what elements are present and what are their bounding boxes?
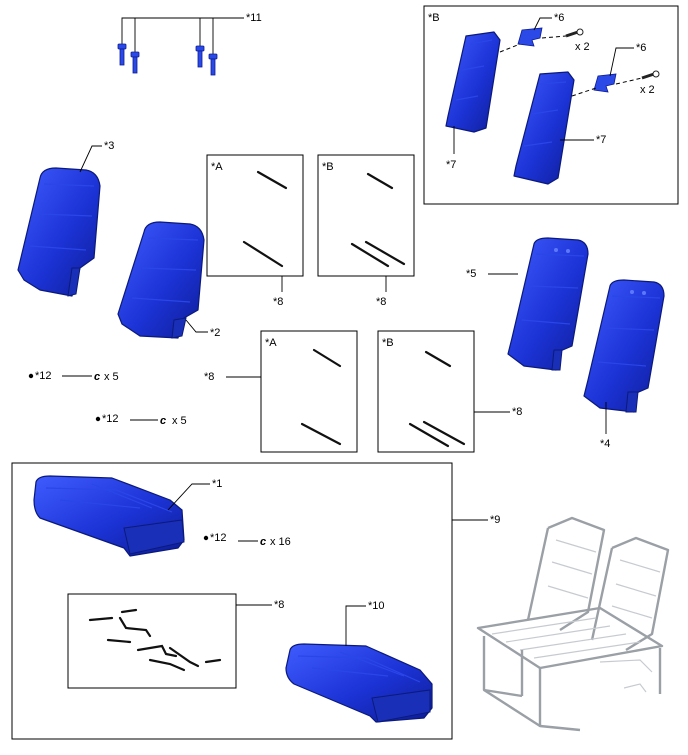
clip-12-b: *12 c x 5 bbox=[95, 413, 187, 427]
label-12-a: *12 bbox=[35, 370, 52, 382]
qty-clip-c: x 16 bbox=[270, 536, 291, 548]
label-8-b-bottom: *8 bbox=[512, 406, 522, 418]
box-b-top-wires: *B *8 bbox=[317, 154, 415, 308]
label-3: *3 bbox=[104, 140, 114, 152]
box-a-top-tag: *A bbox=[211, 161, 223, 173]
label-2: *2 bbox=[210, 327, 220, 339]
label-7-right: *7 bbox=[596, 134, 606, 146]
svg-text:c: c bbox=[260, 536, 266, 548]
qty-clip-a: x 5 bbox=[104, 371, 119, 383]
part-2-seatback: *2 bbox=[117, 221, 220, 339]
qty-screw-lower: x 2 bbox=[640, 84, 655, 96]
svg-text:c: c bbox=[160, 415, 166, 427]
part-11-fasteners: *11 bbox=[117, 12, 262, 76]
svg-text:c: c bbox=[94, 371, 100, 383]
label-6-upper: *6 bbox=[554, 12, 564, 24]
label-8-a-top: *8 bbox=[273, 296, 283, 308]
box-b-seatback-boards: *B *6 x 2 *6 x 2 *7 *7 bbox=[423, 5, 679, 205]
box-8-cushion-wires: *8 bbox=[67, 593, 284, 689]
part-5-seatback: *5 bbox=[466, 237, 589, 371]
label-6-lower: *6 bbox=[636, 42, 646, 54]
box-b-top-tag: *B bbox=[322, 161, 334, 173]
part-1-cushion: *1 bbox=[33, 475, 222, 557]
label-7-left: *7 bbox=[446, 159, 456, 171]
box-b-bottom-wires: *B *8 bbox=[377, 330, 522, 453]
seat-frame-illustration bbox=[476, 516, 670, 732]
part-4-seatback: *4 bbox=[583, 279, 665, 450]
label-5: *5 bbox=[466, 268, 476, 280]
qty-clip-b: x 5 bbox=[172, 415, 187, 427]
box-b-tag: *B bbox=[428, 12, 440, 24]
box-a-top-wires: *A *8 bbox=[206, 154, 304, 308]
label-8-b-top: *8 bbox=[376, 296, 386, 308]
box-a-bottom-tag: *A bbox=[265, 337, 277, 349]
label-8-cushion: *8 bbox=[274, 599, 284, 611]
clip-12-a: *12 c x 5 bbox=[28, 370, 119, 383]
label-11: *11 bbox=[246, 12, 262, 24]
label-4: *4 bbox=[600, 438, 610, 450]
part-10-cushion: *10 bbox=[285, 600, 433, 723]
box-9-seat-assembly: *9 *1 *12 c x 16 *8 bbox=[11, 462, 500, 740]
qty-screw-upper: x 2 bbox=[575, 41, 590, 53]
clip-12-c: *12 c x 16 bbox=[203, 532, 291, 548]
label-12-c: *12 bbox=[210, 532, 227, 544]
label-12-b: *12 bbox=[102, 413, 119, 425]
box-b-bottom-tag: *B bbox=[382, 337, 394, 349]
label-1: *1 bbox=[212, 478, 222, 490]
label-10: *10 bbox=[368, 600, 385, 612]
box-a-bottom-wires: *A *8 bbox=[204, 330, 358, 453]
label-8-a-bottom: *8 bbox=[204, 371, 214, 383]
label-9: *9 bbox=[490, 514, 500, 526]
part-3-seatback: *3 bbox=[17, 140, 114, 297]
